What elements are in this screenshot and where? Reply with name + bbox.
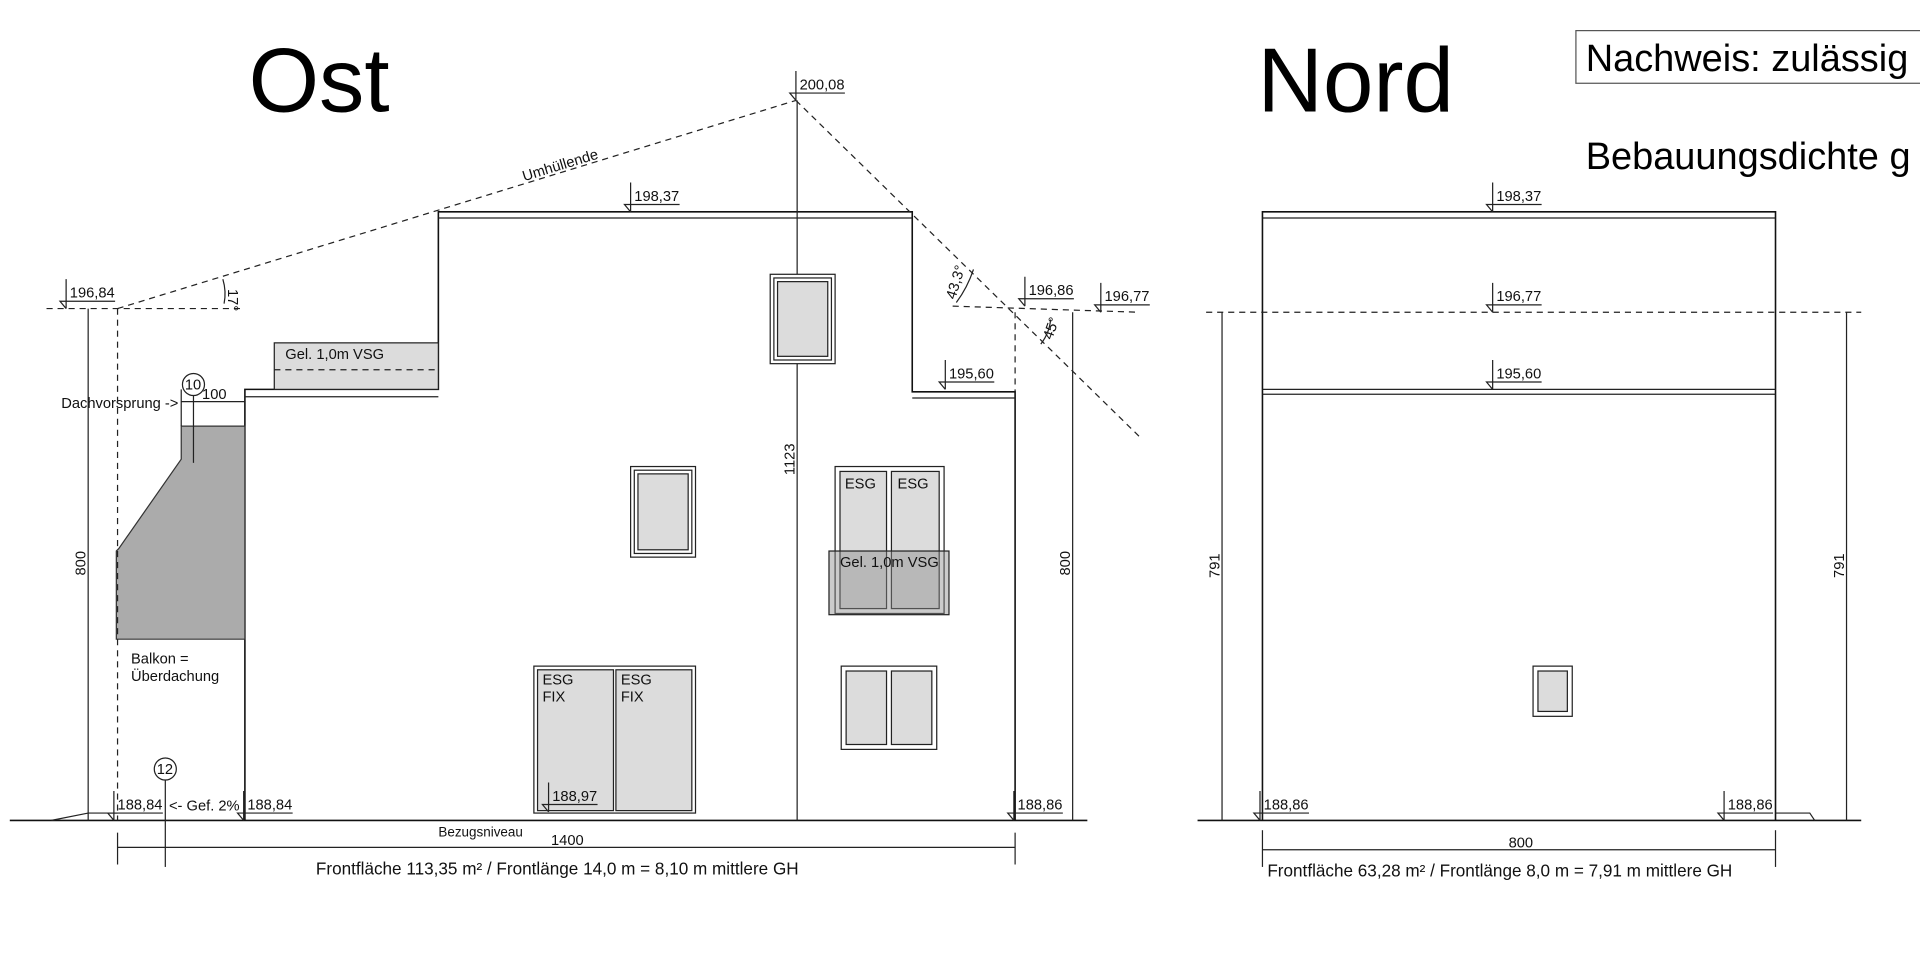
level-value: 196,86: [1029, 283, 1074, 299]
overhang-dimension: 100: [202, 387, 227, 403]
width-dimension: 1400: [551, 833, 584, 849]
level-value: 196,84: [70, 286, 115, 302]
level-value: 196,77: [1496, 289, 1541, 305]
angle-right-upper: 43,3°: [944, 264, 969, 302]
level-marker: 196,77: [1093, 282, 1150, 313]
level-value: 188,84: [118, 797, 163, 813]
level-value: 198,37: [1496, 189, 1541, 205]
window-upper: [769, 273, 836, 365]
envelope-label: Umhüllende: [521, 147, 601, 185]
level-marker: 198,37: [1485, 182, 1542, 213]
level-value: 188,86: [1264, 797, 1309, 813]
angle-left: 17°: [224, 289, 240, 311]
proof-subheading: Bebauungsdichte g: [1586, 136, 1911, 178]
proof-heading: Nachweis: zulässig: [1586, 38, 1909, 80]
level-marker: 188,97: [541, 782, 598, 813]
patio-door: ESG FIX ESG FIX: [533, 665, 697, 814]
esg-label: ESG: [845, 477, 876, 493]
level-value: 195,60: [949, 366, 994, 382]
height-right-dimension: 800: [1058, 551, 1074, 576]
east-title: Ost: [249, 30, 390, 131]
north-height-left: 791: [1208, 553, 1224, 578]
balcony-label-1: Balkon =: [131, 652, 189, 668]
level-marker: 195,60: [1485, 360, 1542, 390]
level-marker: 196,84: [58, 279, 116, 309]
level-value: 200,08: [800, 77, 845, 93]
north-elevation: 791 791 800 Frontfläche 63,28 m² / Front…: [1197, 211, 1862, 881]
level-marker: 195,60: [937, 360, 995, 390]
north-caption: Frontfläche 63,28 m² / Frontlänge 8,0 m …: [1267, 861, 1732, 881]
north-height-right: 791: [1832, 553, 1848, 578]
fix-label: FIX: [542, 690, 565, 706]
level-marker: 200,08: [788, 71, 845, 101]
balcony: [115, 425, 246, 640]
height-total-dimension: 1123: [783, 444, 799, 476]
level-value: 188,86: [1018, 797, 1063, 813]
north-width-dimension: 800: [1509, 835, 1534, 851]
window-railing-label: Gel. 1,0m VSG: [840, 555, 939, 571]
window-middle: [630, 465, 697, 558]
callout-10-label: 10: [185, 377, 201, 393]
railing-label: Gel. 1,0m VSG: [285, 347, 384, 363]
east-caption: Frontfläche 113,35 m² / Frontlänge 14,0 …: [316, 858, 799, 878]
level-value: 196,77: [1104, 289, 1149, 305]
window-lower: [840, 665, 938, 750]
angle-right-lower: 45°: [1041, 315, 1064, 341]
north-title: Nord: [1258, 30, 1454, 131]
french-window: ESG ESG Gel. 1,0m VSG: [828, 465, 950, 616]
level-value: 188,86: [1728, 797, 1773, 813]
level-marker: 198,37: [623, 182, 680, 213]
level-value: 195,60: [1496, 366, 1541, 382]
level-value: 198,37: [634, 189, 679, 205]
esg-label: ESG: [542, 672, 573, 688]
east-elevation: Gel. 1,0m VSG 10 100 Dachvorsprung -> Ba…: [9, 99, 1142, 878]
level-marker: 188,86: [1716, 791, 1774, 821]
north-window: [1532, 665, 1573, 717]
level-marker: 196,86: [1017, 276, 1074, 307]
fix-label: FIX: [621, 690, 644, 706]
slope-label: <- Gef. 2%: [169, 799, 240, 815]
roof-railing: [273, 342, 439, 390]
reference-level-label: Bezugsniveau: [438, 824, 523, 839]
esg-label: ESG: [898, 477, 929, 493]
proof-box: Nachweis: zulässig: [1575, 30, 1920, 84]
level-marker: 188,84: [106, 791, 163, 821]
level-marker: 196,77: [1485, 282, 1542, 313]
window-railing: [828, 550, 950, 616]
callout-12-label: 12: [157, 762, 173, 778]
height-left-dimension: 800: [74, 551, 90, 576]
level-marker: 188,86: [1252, 791, 1309, 821]
level-markers: 200,08 198,37 196,84 196,86 196,77 195,60 188,…: [58, 71, 1774, 821]
level-value: 188,84: [247, 797, 292, 813]
level-marker: 188,84: [236, 791, 293, 821]
roof-overhang-label: Dachvorsprung ->: [61, 396, 178, 412]
level-marker: 188,86: [1006, 791, 1063, 821]
esg-label: ESG: [621, 672, 652, 688]
balcony-label-2: Überdachung: [131, 667, 219, 685]
level-value: 188,97: [552, 789, 597, 805]
